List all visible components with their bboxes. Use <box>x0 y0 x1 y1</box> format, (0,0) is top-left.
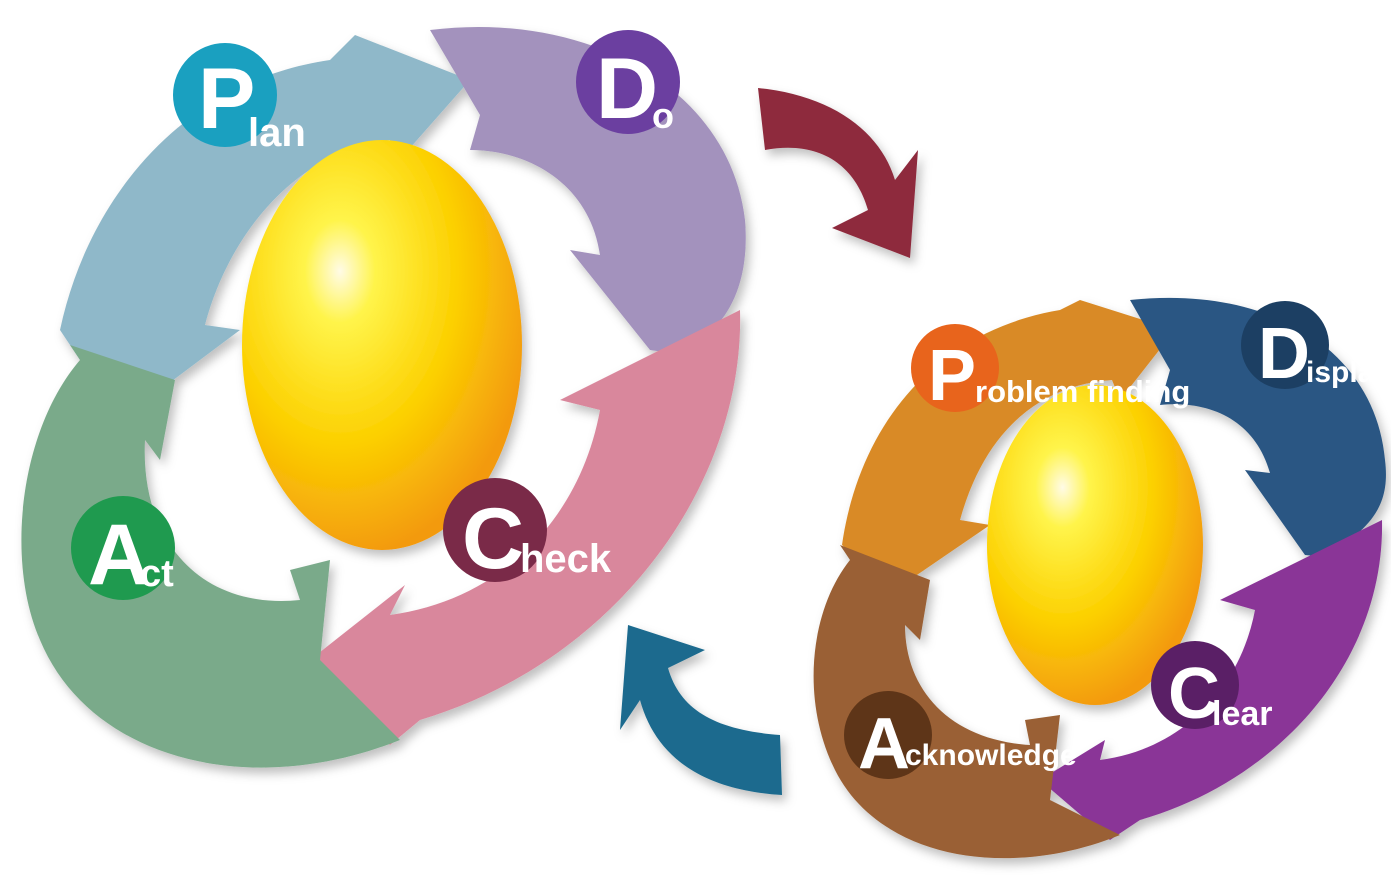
problem-finding-badge <box>911 324 999 412</box>
plan-badge <box>173 43 277 147</box>
clear-badge <box>1151 641 1239 729</box>
connector-arrow-right <box>758 88 918 258</box>
clear-segment <box>1040 520 1383 840</box>
problem-finding-label-group: P roblem finding <box>911 324 1190 416</box>
do-letter: D <box>596 41 658 137</box>
display-label-group: D isplay <box>1241 301 1391 394</box>
display-badge <box>1241 301 1329 389</box>
check-letter: C <box>462 491 524 587</box>
check-segment <box>310 310 741 745</box>
clear-rest: lear <box>1212 695 1273 733</box>
plan-rest: lan <box>248 111 306 155</box>
clear-letter: C <box>1168 654 1220 734</box>
pdca-cycle <box>21 26 746 768</box>
check-label-group: C heck <box>443 478 612 587</box>
display-rest: isplay <box>1306 356 1391 389</box>
check-rest: heck <box>520 537 612 581</box>
display-letter: D <box>1258 314 1310 394</box>
center-sphere <box>242 140 522 550</box>
act-badge <box>71 496 175 600</box>
check-badge <box>443 478 547 582</box>
acknowledge-label-group: A cknowledge <box>844 691 1077 784</box>
act-label-group: A ct <box>71 496 175 603</box>
do-badge <box>576 30 680 134</box>
problem-finding-letter: P <box>928 336 976 416</box>
acknowledge-rest: cknowledge <box>905 739 1077 772</box>
plan-letter: P <box>198 51 255 147</box>
do-label-group: D o <box>576 30 680 137</box>
act-rest: ct <box>140 553 174 595</box>
acknowledge-segment <box>813 545 1120 859</box>
second-center-sphere <box>987 385 1203 705</box>
plan-label-group: P lan <box>173 43 306 155</box>
problem-finding-segment <box>842 300 1175 590</box>
plan-segment <box>60 35 470 420</box>
connector-arrow-left <box>620 625 782 795</box>
second-cycle <box>813 297 1386 859</box>
do-rest: o <box>652 95 674 136</box>
problem-finding-rest: roblem finding <box>975 374 1190 409</box>
acknowledge-letter: A <box>858 704 910 784</box>
acknowledge-badge <box>844 691 932 779</box>
act-segment <box>21 345 401 768</box>
clear-label-group: C lear <box>1151 641 1273 734</box>
act-letter: A <box>88 507 150 603</box>
